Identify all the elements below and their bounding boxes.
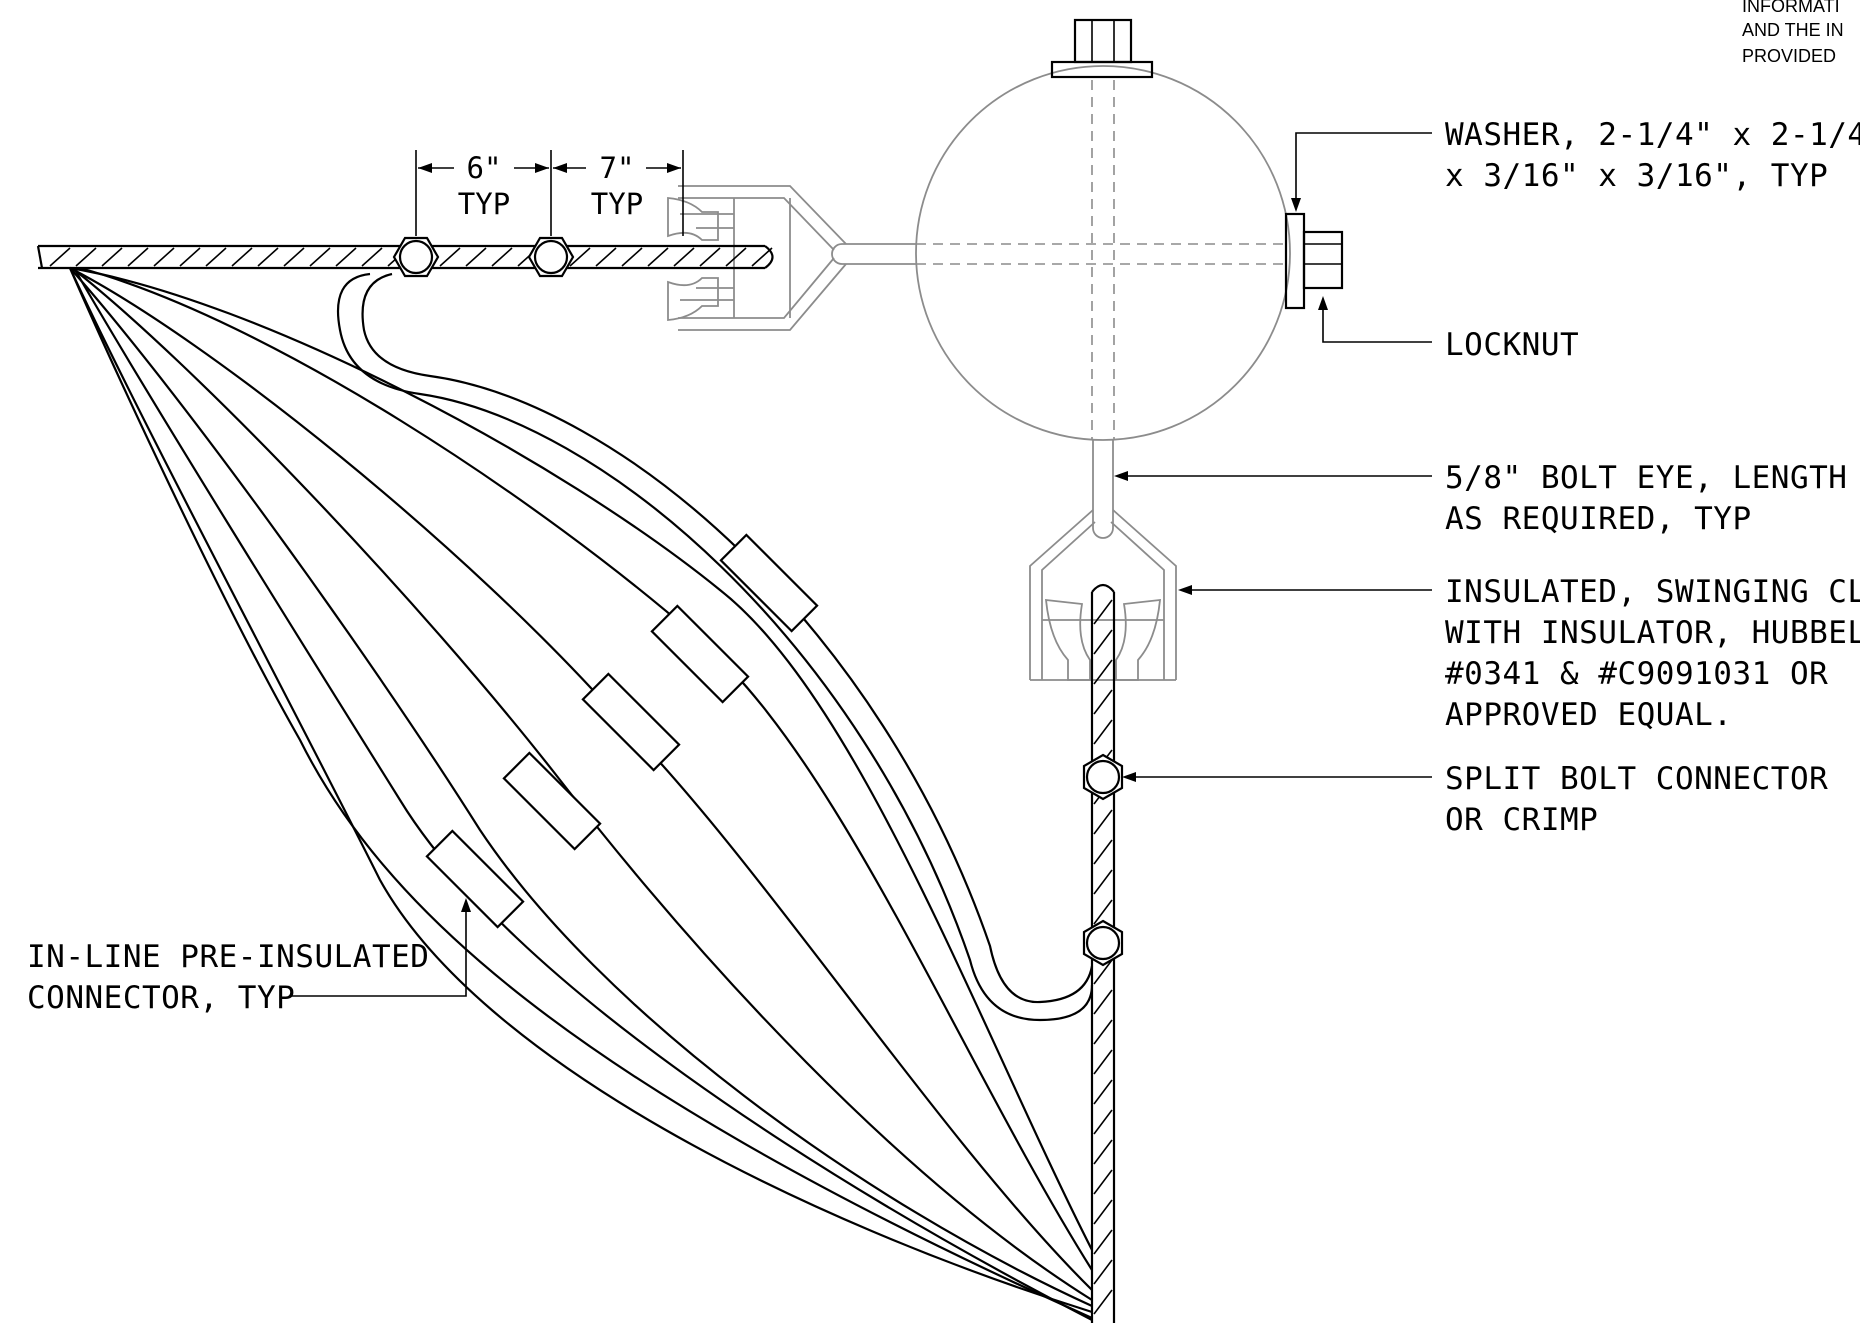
conductor-strand <box>621 247 643 267</box>
dimension-7in-typ: TYP <box>591 187 643 221</box>
split-bolt-h2-icon <box>527 236 575 278</box>
inline-connectors <box>425 533 819 929</box>
conductor-strand <box>1093 629 1113 655</box>
conductor-strand <box>257 247 279 267</box>
inline-connector-2 <box>650 604 750 704</box>
leader-lines <box>290 132 1432 997</box>
svg-text:OR CRIMP: OR CRIMP <box>1445 802 1598 838</box>
conductor-strand <box>361 247 383 267</box>
conductor-strand <box>1093 659 1113 685</box>
svg-text:#0341 & #C9091031 OR: #0341 & #C9091031 OR <box>1445 656 1828 692</box>
vertical-bolt-eye <box>1092 440 1114 539</box>
top-nut-icon <box>1050 18 1154 79</box>
dimension-6in: 6" <box>467 151 502 185</box>
svg-text:5/8" BOLT EYE, LENGTH: 5/8" BOLT EYE, LENGTH <box>1445 460 1847 496</box>
conductor-strand <box>49 247 71 267</box>
conductor-strand <box>1093 719 1113 745</box>
conductor-strand <box>1093 1049 1113 1075</box>
conductor-strand <box>1093 599 1113 625</box>
conductor-strand <box>335 247 357 267</box>
conductor-strand <box>647 247 669 267</box>
conductor-strand <box>1093 1109 1113 1135</box>
dimension-marks <box>415 150 684 236</box>
conductor-strand <box>699 247 721 267</box>
split-bolt-connectors <box>392 236 1124 967</box>
svg-text:WASHER, 2-1/4" x 2-1/4": WASHER, 2-1/4" x 2-1/4" <box>1445 117 1860 153</box>
conductor-strand <box>751 247 773 267</box>
conductor-strand <box>491 247 513 267</box>
conductor-strand <box>1093 1169 1113 1195</box>
callout-clevis: INSULATED, SWINGING CLEVIS WITH INSULATO… <box>1445 574 1860 733</box>
conductor-strand <box>1093 1079 1113 1105</box>
svg-text:WITH INSULATOR, HUBBELL: WITH INSULATOR, HUBBELL <box>1445 615 1860 651</box>
svg-text:APPROVED EQUAL.: APPROVED EQUAL. <box>1445 697 1732 733</box>
conductor-strand <box>1093 839 1113 865</box>
conductor-strand <box>1093 1259 1113 1285</box>
conductor-strand <box>439 247 461 267</box>
dimension-7in: 7" <box>600 151 635 185</box>
svg-text:SPLIT BOLT CONNECTOR: SPLIT BOLT CONNECTOR <box>1445 761 1828 797</box>
conductor-strand <box>1093 869 1113 895</box>
conductor-strand <box>1093 1289 1113 1315</box>
conductor-strand <box>75 247 97 267</box>
inline-connector-1 <box>719 533 819 633</box>
conductor-strand <box>673 247 695 267</box>
dimension-6in-typ: TYP <box>458 187 510 221</box>
conductor-strand <box>101 247 123 267</box>
conductor-strand <box>283 247 305 267</box>
conductor-strand <box>1093 1199 1113 1225</box>
horizontal-bolt-eye <box>831 243 916 265</box>
horizontal-clevis-insulator <box>667 185 847 331</box>
svg-text:INFORMATI: INFORMATI <box>1742 0 1840 16</box>
conductor-strand <box>1093 1019 1113 1045</box>
svg-text:IN-LINE PRE-INSULATED: IN-LINE PRE-INSULATED <box>27 939 429 975</box>
svg-text:LOCKNUT: LOCKNUT <box>1445 327 1579 363</box>
conductor-strand <box>1093 899 1113 925</box>
split-bolt-v2-icon <box>1082 919 1124 967</box>
inline-connector-4 <box>502 751 602 851</box>
conductor-strand <box>205 247 227 267</box>
conductor-strand <box>153 247 175 267</box>
conductor-bundle <box>68 266 1094 1321</box>
conductor-strand <box>569 247 591 267</box>
locknut-icon <box>1302 230 1344 290</box>
callout-washer: WASHER, 2-1/4" x 2-1/4" x 3/16" x 3/16",… <box>1445 117 1860 194</box>
svg-text:AS REQUIRED, TYP: AS REQUIRED, TYP <box>1445 501 1752 537</box>
split-bolt-v1-icon <box>1082 753 1124 801</box>
svg-text:x 3/16" x 3/16", TYP: x 3/16" x 3/16", TYP <box>1445 158 1828 194</box>
inline-connector-3 <box>581 672 681 772</box>
conductor-strand <box>465 247 487 267</box>
conductor-strand <box>309 247 331 267</box>
svg-text:AND THE IN: AND THE IN <box>1742 20 1844 40</box>
conductor-strand <box>1093 989 1113 1015</box>
conductor-strand <box>231 247 253 267</box>
vertical-clevis-insulator <box>1029 509 1177 681</box>
callout-locknut: LOCKNUT <box>1445 327 1579 363</box>
conductor-strand <box>179 247 201 267</box>
conductor-strand <box>725 247 747 267</box>
svg-text:CONNECTOR, TYP: CONNECTOR, TYP <box>27 980 295 1016</box>
conductor-strand <box>1093 809 1113 835</box>
callout-bolt-eye: 5/8" BOLT EYE, LENGTH AS REQUIRED, TYP <box>1445 460 1847 537</box>
conductor-strand <box>1093 1229 1113 1255</box>
conductor-strand <box>1093 1139 1113 1165</box>
callout-split-bolt: SPLIT BOLT CONNECTOR OR CRIMP <box>1445 761 1828 838</box>
conductor-strand <box>127 247 149 267</box>
split-bolt-h1-icon <box>392 236 440 278</box>
svg-text:INSULATED, SWINGING CLEVIS: INSULATED, SWINGING CLEVIS <box>1445 574 1860 610</box>
inline-connector-5 <box>425 829 525 929</box>
svg-text:PROVIDED: PROVIDED <box>1742 46 1836 66</box>
pole-section <box>915 65 1291 441</box>
corner-note: INFORMATI AND THE IN PROVIDED <box>1742 0 1844 66</box>
conductor-strand <box>595 247 617 267</box>
conductor-strand <box>1093 689 1113 715</box>
callout-inline-connector: IN-LINE PRE-INSULATED CONNECTOR, TYP <box>27 939 429 1016</box>
conductor-strand <box>1093 959 1113 985</box>
